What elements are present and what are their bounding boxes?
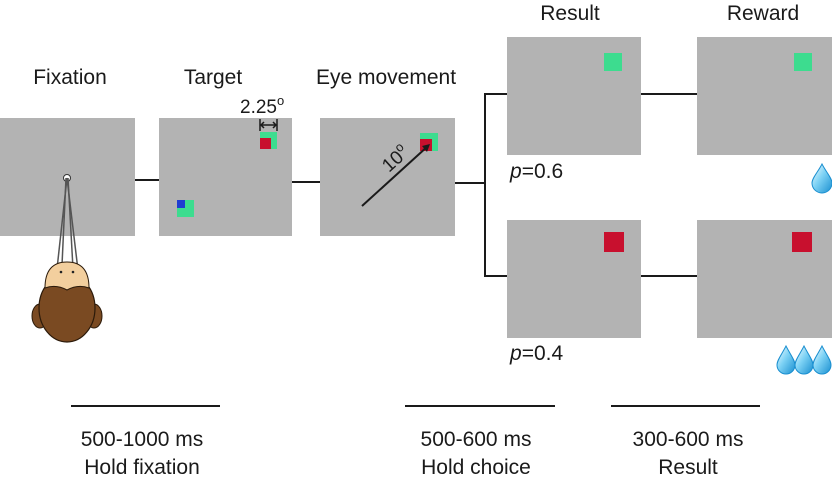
saccade-line	[361, 145, 429, 207]
timing-label-2: Hold choice	[421, 456, 531, 479]
monkey-head-icon	[31, 261, 103, 343]
target-blue-square	[177, 200, 185, 208]
stage-title-reward: Reward	[727, 2, 799, 25]
reward-green-square	[794, 53, 812, 71]
result-red-square	[604, 232, 624, 252]
size-arrow	[259, 119, 278, 131]
timing-duration-2: 500-600 ms	[421, 428, 532, 451]
water-drops-icon	[776, 344, 832, 375]
reward-red-square	[792, 232, 812, 252]
result-green-square	[604, 53, 622, 71]
saccade-arrowhead	[422, 144, 430, 152]
timing-label-3: Result	[658, 456, 718, 479]
stage-title-target: Target	[184, 66, 243, 89]
flow-connectors	[135, 93, 697, 277]
target-size-label: 2.25o	[240, 93, 284, 118]
target-red-square	[260, 138, 271, 149]
timing-label-1: Hold fixation	[84, 456, 200, 479]
water-drop-icon	[811, 162, 832, 194]
timing-duration-3: 300-600 ms	[633, 428, 744, 451]
stage-title-result: Result	[540, 2, 600, 25]
probability-label-1: p=0.6	[509, 160, 563, 183]
stage-title-eye-movement: Eye movement	[316, 66, 456, 89]
probability-label-2: p=0.4	[509, 342, 563, 365]
timing-duration-1: 500-1000 ms	[81, 428, 204, 451]
stage-title-fixation: Fixation	[33, 66, 107, 89]
